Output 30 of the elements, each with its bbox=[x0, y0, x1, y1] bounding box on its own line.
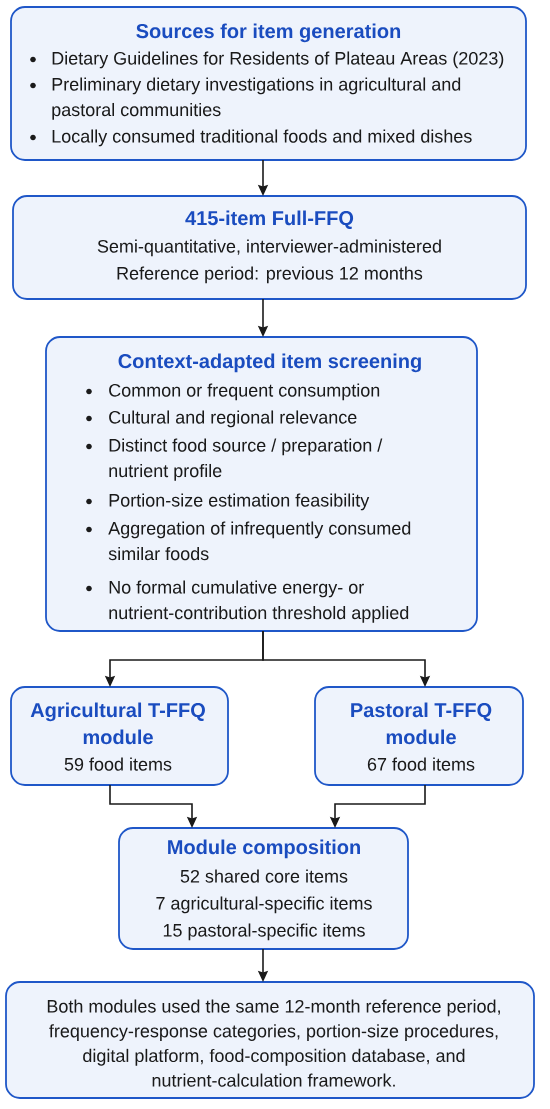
box-heading: Pastoral T-FFQ module bbox=[351, 702, 492, 745]
bullet-text: Cultural and regional relevance bbox=[109, 410, 357, 428]
box-text: 15 pastoral-specific items bbox=[163, 923, 365, 941]
bullet-text: Portion-size estimation feasibility bbox=[109, 493, 370, 511]
process-box bbox=[118, 827, 409, 950]
bullet-text: Locally consumed traditional foods and mixed dishes bbox=[52, 129, 472, 147]
box-heading: Context-adapted item screening bbox=[118, 353, 421, 373]
process-box bbox=[10, 686, 229, 786]
box-heading: Agricultural T-FFQ module bbox=[30, 702, 205, 745]
bullet-text: Distinct food source / preparation / nutrient profile bbox=[109, 438, 383, 481]
process-box bbox=[45, 336, 478, 632]
box-text: 59 food items bbox=[64, 757, 172, 771]
box-heading: 415-item Full-FFQ bbox=[185, 210, 354, 229]
process-box bbox=[5, 981, 535, 1099]
box-text: 7 agricultural-specific items bbox=[156, 896, 372, 914]
process-box bbox=[314, 686, 524, 786]
box-heading: Module composition bbox=[168, 839, 360, 859]
box-text: Semi-quantitative, interviewer-administered bbox=[97, 239, 441, 257]
bullet-text: Dietary Guidelines for Residents of Plateau Areas (2023) bbox=[52, 51, 504, 69]
box-text: Reference period: previous 12 months bbox=[117, 266, 423, 284]
box-text: Both modules used the same 12-month reference period, frequency-response categories, portion-size procedures, digital platform, food-composition database, and nutrient-calculation framework. bbox=[47, 999, 500, 1087]
box-heading: Sources for item generation bbox=[136, 23, 401, 43]
process-box bbox=[12, 195, 527, 300]
box-text: 67 food items bbox=[367, 757, 475, 771]
process-box bbox=[10, 6, 527, 161]
bullet-text: Preliminary dietary investigations in agricultural and pastoral communities bbox=[52, 77, 461, 120]
bullet-text: Aggregation of infrequently consumed similar foods bbox=[108, 521, 411, 561]
bullet-text: Common or frequent consumption bbox=[109, 383, 380, 401]
box-text: 52 shared core items bbox=[180, 869, 348, 883]
bullet-text: No formal cumulative energy- or nutrient-contribution threshold applied bbox=[109, 580, 409, 623]
